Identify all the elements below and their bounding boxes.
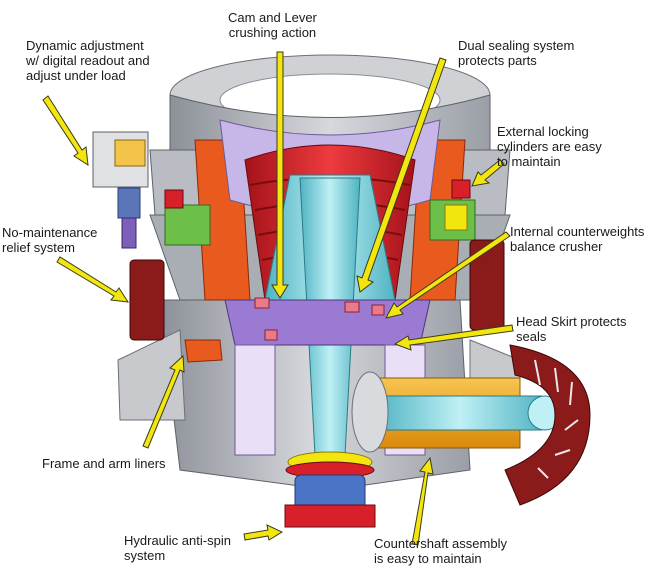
arrow-frame-liners [142,354,185,449]
label-head-skirt: Head Skirt protects seals [516,314,627,344]
label-frame-liners: Frame and arm liners [42,456,166,471]
label-dynamic-adjust: Dynamic adjustment w/ digital readout an… [26,38,150,83]
adjustment-motor [92,131,149,249]
label-line: Cam and Lever [228,10,317,25]
label-dual-sealing: Dual sealing system protects parts [458,38,574,68]
label-line: Frame and arm liners [42,456,166,471]
arrow-internal-counterweights [385,231,511,319]
label-line: relief system [2,240,75,255]
drive-pulley [504,344,591,506]
label-line: crushing action [228,25,317,40]
label-line: balance crusher [510,239,603,254]
label-line: Dynamic adjustment [26,38,144,53]
arrow-countershaft [411,456,434,546]
arrow-cam-lever [271,51,289,299]
label-line: No-maintenance [2,225,98,240]
label-cam-lever: Cam and Lever crushing action [228,10,317,40]
arrow-head-skirt [393,324,514,351]
arrow-dual-sealing [356,57,447,293]
callout-arrows [42,51,514,546]
arrow-external-locking [471,159,505,187]
label-external-locking: External locking cylinders are easy to m… [497,124,602,169]
label-line: adjust under load [26,68,126,83]
seal-blocks [254,297,385,341]
countershaft [351,371,563,453]
label-internal-counterweights: Internal counterweights balance crusher [510,224,644,254]
label-line: Dual sealing system [458,38,575,53]
label-line: Head Skirt protects [516,314,627,329]
label-line: Countershaft assembly [374,536,507,551]
label-line: External locking [497,124,589,139]
label-countershaft: Countershaft assembly is easy to maintai… [374,536,507,566]
anti-spin-assembly [284,451,376,528]
relief-cylinders [129,179,505,341]
label-line: cylinders are easy [497,139,602,154]
label-line: w/ digital readout and [26,53,150,68]
label-hydraulic-antispin: Hydraulic anti-spin system [124,533,231,563]
label-line: protects parts [458,53,537,68]
arrow-no-maintenance [56,256,129,303]
arrow-hydraulic-antispin [243,524,284,541]
frame-liner [184,339,223,363]
label-no-maintenance: No-maintenance relief system [2,225,97,255]
label-line: system [124,548,166,563]
label-line: is easy to maintain [374,551,482,566]
label-line: Internal counterweights [510,224,645,239]
arrow-dynamic-adjust [42,95,89,166]
label-line: seals [516,329,547,344]
label-line: Hydraulic anti-spin [124,533,231,548]
label-line: to maintain [497,154,561,169]
